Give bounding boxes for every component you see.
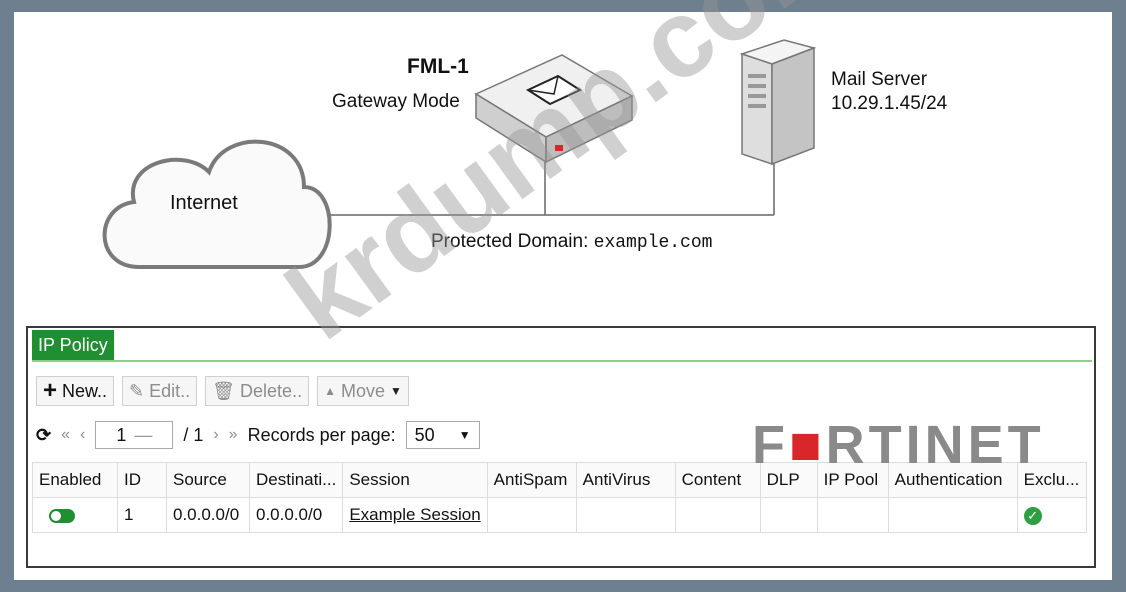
fml-appliance-icon <box>474 54 634 164</box>
column-header[interactable]: Session <box>342 462 488 498</box>
id-cell: 1 <box>117 497 167 533</box>
column-header[interactable]: Enabled <box>32 462 118 498</box>
page-number-input[interactable]: 1 — <box>95 421 174 449</box>
protected-domain-caption: Protected Domain: <box>431 231 594 252</box>
logo-text-right: RTINET <box>825 415 1045 475</box>
table-row[interactable]: 1 0.0.0.0/0 0.0.0.0/0 Example Session ✓ <box>32 497 1087 533</box>
internet-label: Internet <box>170 192 238 214</box>
table-header-row: Enabled ID Source Destinati... Session A… <box>32 462 1087 498</box>
edit-icon: ✎ <box>129 380 145 401</box>
internet-cloud-icon <box>102 139 332 269</box>
enabled-cell <box>32 497 118 533</box>
column-header[interactable]: AntiVirus <box>575 462 676 498</box>
next-page-icon[interactable]: › <box>213 426 219 443</box>
source-cell: 0.0.0.0/0 <box>166 497 250 533</box>
column-header[interactable]: Authentication <box>887 462 1018 498</box>
session-link[interactable]: Example Session <box>349 505 481 524</box>
records-per-page-select[interactable]: 50 ▼ <box>405 421 480 449</box>
fortinet-logo: F■RTINET <box>752 414 1045 476</box>
move-button[interactable]: ▲ Move ▼ <box>317 376 409 406</box>
ip-pool-cell <box>816 497 889 533</box>
records-per-page-value: 50 <box>414 424 435 445</box>
content-cell <box>674 497 761 533</box>
table-row <box>33 533 1087 570</box>
toolbar: + New.. ✎ Edit.. 🗑 Delete.. ▲ Move ▼ <box>36 376 409 406</box>
edit-button[interactable]: ✎ Edit.. <box>122 376 198 406</box>
plus-icon: + <box>43 377 58 404</box>
canvas: FML-1 Gateway Mode Mail Server 10.29.1.4… <box>14 0 1112 580</box>
pager: ⟳ « ‹ 1 — / 1 › » Records per page: 50 ▼ <box>36 420 480 450</box>
move-icon: ▲ <box>324 384 336 398</box>
toggle-on-icon[interactable] <box>49 508 75 523</box>
logo-mark-icon: ■ <box>789 415 826 475</box>
refresh-icon[interactable]: ⟳ <box>36 424 52 445</box>
mail-server-icon <box>739 39 817 166</box>
logo-text-left: F <box>752 415 789 475</box>
protected-domain-label: Protected Domain: example.com <box>431 231 712 253</box>
trash-icon: 🗑 <box>212 380 236 401</box>
tab-ip-policy[interactable]: IP Policy <box>32 330 114 360</box>
ip-policy-panel: IP Policy + New.. ✎ Edit.. 🗑 Delete.. ▲ … <box>26 326 1096 568</box>
mail-server-ip: 10.29.1.45/24 <box>831 93 948 114</box>
fml-name-label: FML-1 <box>407 55 469 78</box>
column-header[interactable]: Content <box>674 462 761 498</box>
session-cell: Example Session <box>342 497 488 533</box>
column-header[interactable]: ID <box>117 462 167 498</box>
records-per-page-label: Records per page: <box>247 424 396 445</box>
check-circle-icon: ✓ <box>1023 507 1042 525</box>
new-button[interactable]: + New.. <box>36 376 115 406</box>
page-input-dash: — <box>134 424 153 445</box>
chevron-down-icon: ▼ <box>458 428 471 442</box>
tab-underline <box>32 360 1092 362</box>
chevron-down-icon: ▼ <box>389 384 402 398</box>
new-button-label: New.. <box>62 380 108 401</box>
antivirus-cell <box>575 497 676 533</box>
dlp-cell <box>759 497 818 533</box>
diagram-graphics <box>102 39 817 269</box>
mail-server-name: Mail Server <box>831 69 928 90</box>
column-header[interactable]: AntiSpam <box>486 462 577 498</box>
last-page-icon[interactable]: » <box>228 426 238 443</box>
destination-cell: 0.0.0.0/0 <box>248 497 344 533</box>
prev-page-icon[interactable]: ‹ <box>80 426 86 443</box>
current-page: 1 <box>116 424 127 445</box>
column-header[interactable]: Source <box>166 462 250 498</box>
delete-button[interactable]: 🗑 Delete.. <box>205 376 310 406</box>
move-button-label: Move <box>340 380 385 401</box>
fml-mode-label: Gateway Mode <box>332 91 460 112</box>
empty-row <box>33 533 1087 570</box>
column-header[interactable]: IP Pool <box>816 462 889 498</box>
total-pages: / 1 <box>183 424 204 445</box>
policy-table: Enabled ID Source Destinati... Session A… <box>32 462 1087 569</box>
antispam-cell <box>486 497 577 533</box>
exclusive-cell: ✓ <box>1016 497 1087 533</box>
column-header[interactable]: Destinati... <box>248 462 344 498</box>
edit-button-label: Edit.. <box>149 380 191 401</box>
first-page-icon[interactable]: « <box>61 426 70 443</box>
authentication-cell <box>887 497 1018 533</box>
network-diagram: FML-1 Gateway Mode Mail Server 10.29.1.4… <box>14 12 1112 312</box>
protected-domain-value: example.com <box>593 233 713 253</box>
delete-button-label: Delete.. <box>240 380 303 401</box>
